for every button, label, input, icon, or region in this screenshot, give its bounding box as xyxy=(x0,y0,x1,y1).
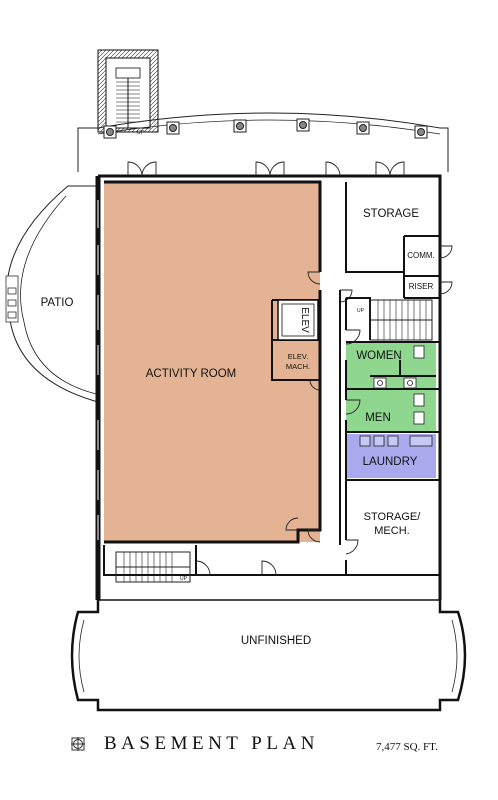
core-stair xyxy=(369,299,433,341)
laundry-label: LAUNDRY xyxy=(363,456,418,468)
laundry-appliances xyxy=(359,435,433,447)
unfinished-inner-arc-right xyxy=(451,619,458,693)
north-porch-outline xyxy=(77,112,449,172)
elev-label: ELEV xyxy=(299,307,310,333)
north-porch-inner-arc xyxy=(97,119,441,135)
plan-title: BASEMENT PLAN xyxy=(104,733,319,754)
riser-label: RISER xyxy=(409,282,434,291)
unfinished-inner-arc-left xyxy=(78,619,85,693)
interior-doors xyxy=(195,245,453,576)
patio-inner-arc xyxy=(20,195,97,395)
stair-up-label-core: UP xyxy=(357,308,365,314)
elevator-shaft xyxy=(277,299,319,341)
north-arrow-icon xyxy=(71,737,85,751)
women-label: WOMEN xyxy=(356,350,401,362)
square-footage: 7,477 SQ. FT. xyxy=(376,741,438,753)
elevator-car xyxy=(281,303,315,337)
unfinished-label: UNFINISHED xyxy=(241,635,311,647)
storage-label: STORAGE xyxy=(363,208,419,220)
north-stair-tower xyxy=(97,49,159,133)
unfinished-outline xyxy=(70,600,467,712)
activity-room-label: ACTIVITY ROOM xyxy=(146,368,237,380)
south-stair xyxy=(115,551,191,583)
comm-label: COMM. xyxy=(407,251,435,260)
patio-furniture xyxy=(5,275,19,323)
porch-columns xyxy=(103,118,428,139)
elevator-machine-room-fill xyxy=(278,343,318,380)
storage-mech-label-line2: MECH. xyxy=(374,525,409,537)
elev-mach-label-line2: MACH. xyxy=(286,362,310,371)
stair-up-label-south: UP xyxy=(180,576,188,582)
north-doors xyxy=(127,161,405,177)
storage-mech-label-line1: STORAGE/ xyxy=(364,511,422,523)
elev-mach-label-line1: ELEV. xyxy=(288,352,309,361)
patio-label: PATIO xyxy=(41,297,74,309)
stair-up-label-north: UP xyxy=(137,130,145,136)
restroom-fixtures xyxy=(373,345,425,425)
men-label: MEN xyxy=(365,412,391,424)
